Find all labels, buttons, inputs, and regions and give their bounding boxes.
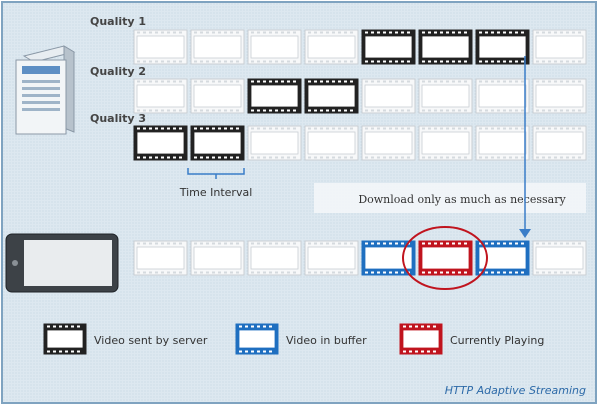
playback-segment-3 [247,240,302,276]
quality-3-segment-3 [247,125,302,161]
quality-3-segment-1 [133,125,188,161]
legend-swatch-playing [399,323,443,355]
playback-segment-2 [190,240,245,276]
quality-3-segment-7 [475,125,530,161]
quality-label-3: Quality 3 [90,112,146,125]
quality-1-segment-2 [190,29,245,65]
quality-3-segment-5 [361,125,416,161]
time-interval-label: Time Interval [179,186,253,199]
quality-3-segment-2 [190,125,245,161]
legend-label-sent: Video sent by server [94,334,208,347]
time-interval-bracket [187,168,245,179]
playback-segment-1 [133,240,188,276]
download-note: Download only as much as necessary [358,193,566,206]
quality-2-segment-5 [361,78,416,114]
playback-segment-8 [532,240,587,276]
quality-2-segment-8 [532,78,587,114]
quality-2-segment-3 [247,78,302,114]
quality-label-2: Quality 2 [90,65,146,78]
legend-label-buffer: Video in buffer [286,334,367,347]
diagram-title: HTTP Adaptive Streaming [445,384,586,397]
playback-segment-6 [418,240,473,276]
quality-1-segment-5 [361,29,416,65]
quality-1-segment-8 [532,29,587,65]
download-note-box [314,183,586,213]
quality-3-segment-8 [532,125,587,161]
server-icon [15,45,76,135]
playback-segment-4 [304,240,359,276]
quality-label-1: Quality 1 [90,15,146,28]
quality-2-segment-2 [190,78,245,114]
download-arrow-head [519,229,531,238]
legend-swatch-sent [43,323,87,355]
quality-1-segment-3 [247,29,302,65]
currently-playing-highlight [402,226,488,290]
quality-1-segment-6 [418,29,473,65]
legend: Video sent by server Video in buffer Curre… [43,323,544,355]
quality-1-segment-4 [304,29,359,65]
quality-3-segment-6 [418,125,473,161]
segment-rows [133,29,587,276]
quality-2-segment-4 [304,78,359,114]
legend-swatch-buffer [235,323,279,355]
quality-3-segment-4 [304,125,359,161]
quality-1-segment-1 [133,29,188,65]
quality-1-segment-7 [475,29,530,65]
quality-2-segment-1 [133,78,188,114]
quality-2-segment-6 [418,78,473,114]
quality-2-segment-7 [475,78,530,114]
tablet-icon [5,233,119,293]
legend-label-playing: Currently Playing [450,334,544,347]
